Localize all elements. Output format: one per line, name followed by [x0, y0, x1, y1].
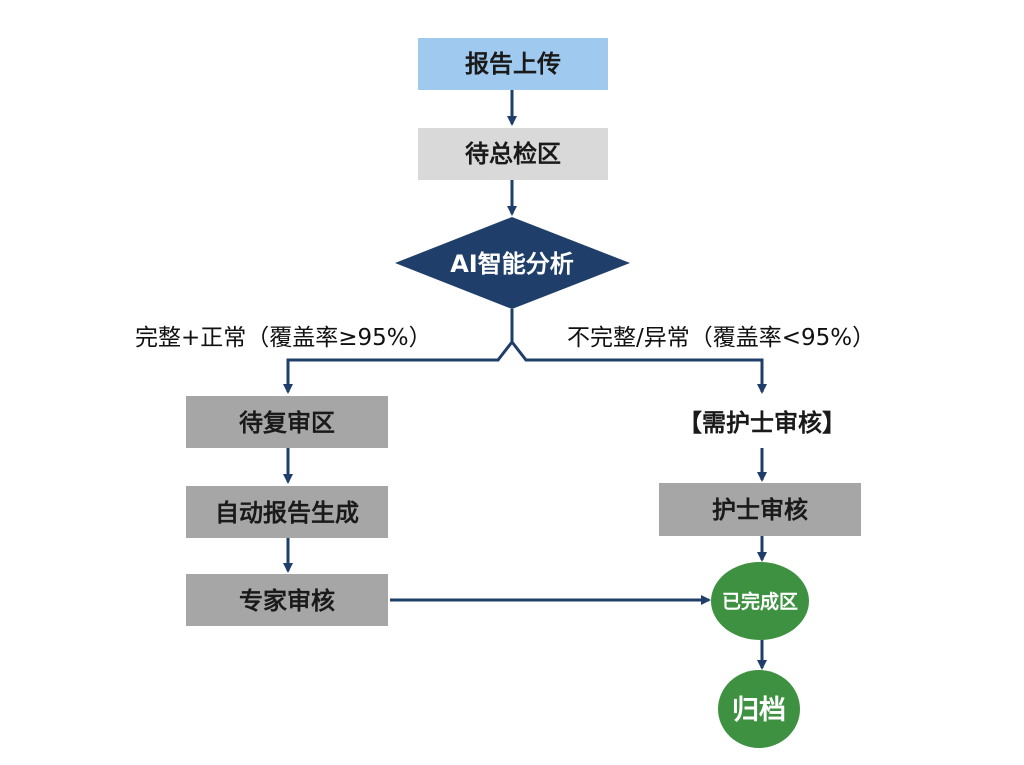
node-upload: 报告上传 [418, 38, 608, 90]
node-pending-review: 待复审区 [186, 396, 388, 448]
node-auto-report: 自动报告生成 [186, 486, 388, 538]
node-needs-nurse-label: 【需护士审核】 [678, 409, 846, 437]
node-auto-report-label: 自动报告生成 [215, 499, 359, 527]
node-expert-review-label: 专家审核 [239, 587, 335, 615]
arrow-left-branch [283, 341, 514, 394]
node-ai-analysis: AI智能分析 [395, 217, 630, 309]
branch-label-right: 不完整/异常（覆盖率<95%） [567, 325, 875, 351]
connectors [283, 90, 767, 670]
node-ai-analysis-label: AI智能分析 [450, 250, 574, 278]
arrow-right-branch [510, 341, 767, 394]
node-nurse-review: 护士审核 [659, 483, 861, 536]
node-pending-check-label: 待总检区 [465, 140, 561, 168]
node-pending-check: 待总检区 [418, 128, 608, 180]
node-pending-review-label: 待复审区 [239, 409, 335, 437]
node-upload-label: 报告上传 [465, 50, 561, 78]
node-archive: 归档 [718, 670, 800, 748]
node-completed-label: 已完成区 [722, 590, 798, 613]
branch-label-left: 完整+正常（覆盖率≥95%） [135, 325, 432, 351]
node-nurse-review-label: 护士审核 [712, 496, 808, 524]
node-completed: 已完成区 [711, 562, 809, 640]
node-archive-label: 归档 [732, 695, 786, 726]
node-expert-review: 专家审核 [186, 574, 388, 626]
